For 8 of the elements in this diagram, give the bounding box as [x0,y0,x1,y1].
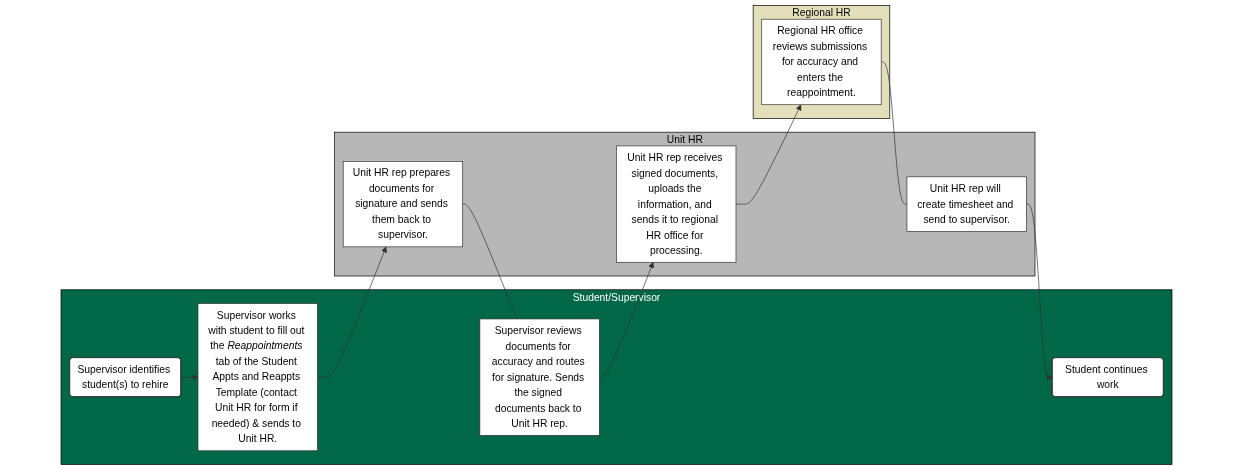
node-box: Unit HR rep receives signed documents, uploads the information, and sends it to regional HR office for processing. [616,145,737,263]
connector [462,203,517,320]
node-box: Supervisor reviews documents for accuracy and routes for signature. Sends the signed documents back to Unit HR rep. [479,318,600,436]
node-box: Regional HR office reviews submissions for accuracy and enters the reappointment. [761,18,882,106]
node-box: Unit HR rep prepares documents for signature and sends them back to supervisor. [342,161,464,248]
node-box: Unit HR rep will create timesheet and send to supervisor. [906,176,1027,232]
node-box: Supervisor works with student to fill out the Reappointments tab of the Student Appts and Reappts Template (contact Unit HR for form if needed) & sends to Unit HR. [197,303,318,452]
connector [880,61,908,205]
